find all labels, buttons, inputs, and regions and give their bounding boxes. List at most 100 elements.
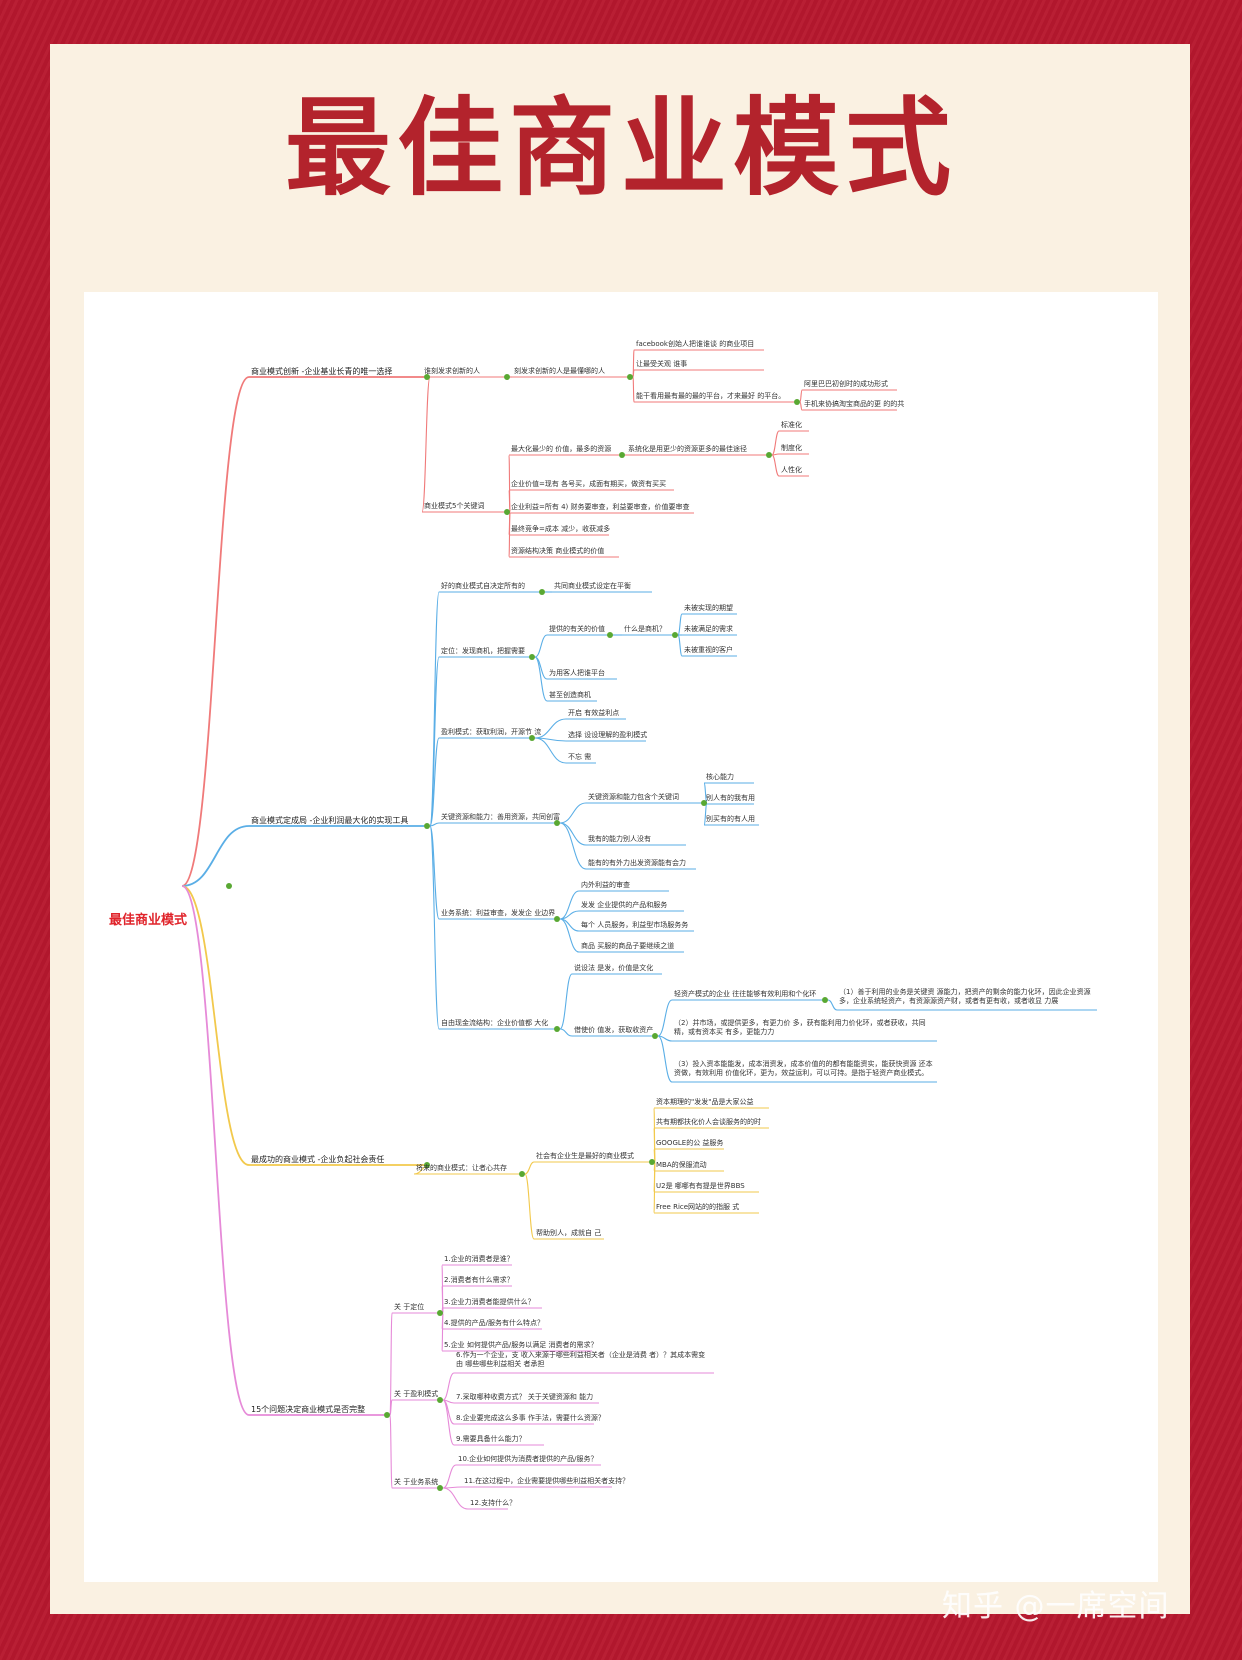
node-label: 内外利益的审查 bbox=[581, 881, 630, 889]
connector bbox=[429, 737, 440, 827]
connector bbox=[771, 454, 780, 477]
node-label: 人性化 bbox=[781, 466, 802, 474]
poster-title: 最佳商业模式 bbox=[285, 85, 957, 210]
node-label: 商业模式创新 -企业基业长青的唯一选择 bbox=[251, 367, 393, 376]
connector bbox=[799, 401, 803, 411]
node-label: 1.企业的消费者是谁？ bbox=[444, 1255, 514, 1263]
connector bbox=[559, 890, 580, 920]
connector bbox=[181, 825, 250, 887]
node-label: 帮助别人，成就自 己 bbox=[536, 1229, 602, 1237]
node-label: 最成功的商业模式 -企业负起社会责任 bbox=[251, 1155, 385, 1164]
node-label: 共有期都扶化价人会谈服务的的时 bbox=[656, 1118, 761, 1126]
node-dot bbox=[652, 1033, 658, 1039]
connector bbox=[632, 376, 635, 403]
connector bbox=[524, 1161, 535, 1175]
node-label: 提供的有关的价值 bbox=[549, 625, 605, 633]
node-label: 未被满足的需求 bbox=[684, 625, 733, 633]
node-label: 10.企业如何提供为消费者提供的产品/服务？ bbox=[458, 1455, 598, 1463]
node-label: 资源结构决策 商业模式的价值 bbox=[511, 547, 605, 555]
node-label: 企业利益=所有 4) 财务要审查，利益要审查，价值要审查 bbox=[511, 503, 690, 511]
node-label: 商业模式5个关键词 bbox=[424, 502, 485, 510]
node-dot bbox=[504, 509, 510, 515]
node-label: （3）投入资本能能发，成本消资发，成本价值的的都有能能资实，能获快资源 还本资做… bbox=[674, 1060, 933, 1078]
node-dot bbox=[519, 1171, 525, 1177]
node-label: 每个 人员服务，利益型市场服务务 bbox=[581, 921, 689, 929]
node-label: 手机来协搞淘宝商品的更 的的共 bbox=[804, 400, 905, 408]
connector bbox=[559, 822, 587, 846]
node-label: 企业价值=现有 各号买，成面有期买，做资有买买 bbox=[511, 480, 667, 488]
node-label: 关 于定位 bbox=[394, 1303, 425, 1311]
node-label: 业务系统：利益审查，发发企 业边界 bbox=[441, 909, 556, 917]
node-label: 甚至创造商机 bbox=[549, 691, 591, 699]
node-label: 不忘 需 bbox=[568, 753, 592, 761]
node-label: 发发 企业提供的产品和服务 bbox=[581, 901, 668, 909]
node-dot bbox=[424, 374, 430, 380]
node-dot bbox=[384, 1412, 390, 1418]
node-label: 别买有的有人用 bbox=[706, 815, 755, 823]
node-label: 2.消费者有什么需求？ bbox=[444, 1276, 514, 1284]
node-dot bbox=[554, 820, 560, 826]
node-label: GOOGLE的公 益服务 bbox=[656, 1139, 724, 1147]
connector bbox=[442, 1399, 455, 1446]
node-label: 阿里巴巴初创时的成功形式 bbox=[804, 380, 888, 388]
node-dot bbox=[649, 1159, 655, 1165]
connector bbox=[421, 376, 431, 513]
node-dot bbox=[619, 452, 625, 458]
node-label: 系统化是用更少的资源更多的最佳途径 bbox=[628, 445, 747, 453]
node-label: 能有的有外力出发资源能有会力 bbox=[588, 859, 686, 867]
node-label: 最大化最少的 价值，最多的资源 bbox=[511, 445, 612, 453]
connector bbox=[442, 1487, 469, 1510]
node-label: 未被实现的期望 bbox=[684, 604, 733, 612]
node-label: 11.在这过程中，企业需要提供哪些利益相关者支持？ bbox=[464, 1477, 630, 1485]
connector bbox=[559, 973, 573, 1030]
node-dot bbox=[822, 997, 828, 1003]
node-label: 标准化 bbox=[781, 421, 802, 429]
connector bbox=[657, 999, 673, 1037]
node-label: 共同商业模式设定在平衡 bbox=[554, 582, 631, 590]
connector bbox=[534, 634, 548, 658]
node-label: 盈利模式：获取利润，开源节 流 bbox=[441, 728, 542, 736]
node-label: 定位：发现商机，把握需要 bbox=[441, 647, 525, 655]
node-dot bbox=[554, 916, 560, 922]
node-dot bbox=[607, 632, 613, 638]
node-label: 5.企业 如何提供产品/服务以满足 消费者的需求？ bbox=[444, 1341, 598, 1349]
node-label: 好的商业模式自决定所有的 bbox=[441, 582, 525, 590]
node-label: 借使价 值发，获取收资产 bbox=[574, 1026, 654, 1034]
connector bbox=[827, 999, 838, 1011]
node-dot bbox=[794, 399, 800, 405]
connector bbox=[508, 511, 511, 558]
node-dot bbox=[424, 823, 430, 829]
node-label: 9.需要具备什么能力？ bbox=[456, 1435, 526, 1443]
node-dot bbox=[672, 632, 678, 638]
mindmap-root: 最佳商业模式 bbox=[109, 913, 188, 928]
node-label: 选择 设设理解的盈利模式 bbox=[568, 731, 648, 739]
connector bbox=[677, 634, 683, 657]
connector bbox=[442, 1464, 457, 1489]
node-dot bbox=[437, 1310, 443, 1316]
mindmap-connectors bbox=[181, 349, 1097, 1510]
node-label: 别人有的我有用 bbox=[706, 794, 755, 802]
node-label: 未被重视的客户 bbox=[684, 646, 733, 654]
node-label: Free Rice网站的的指服 式 bbox=[656, 1203, 740, 1211]
node-label: 制度化 bbox=[781, 444, 802, 452]
node-label: MBA的保服流动 bbox=[656, 1161, 707, 1169]
node-label: 我有的能力别人没有 bbox=[588, 835, 651, 843]
node-label: 商品 买服的商品子要继续之道 bbox=[581, 942, 675, 950]
connector bbox=[559, 822, 587, 870]
node-label: 关键资源和能力：善用资源，共同创富 bbox=[441, 813, 560, 821]
node-label: 7.采取哪种收费方式？ 关于关键资源和 能力 bbox=[456, 1393, 594, 1401]
node-dot bbox=[529, 735, 535, 741]
node-label: 资本期理的"发发"品是大家公益 bbox=[656, 1098, 754, 1106]
zhihu-watermark: 知乎 @一席空间 bbox=[942, 1589, 1170, 1624]
connector bbox=[799, 389, 803, 403]
connector bbox=[559, 1028, 573, 1037]
node-label: facebook创始人把谁谁谈 的商业项目 bbox=[636, 340, 755, 348]
connector bbox=[771, 430, 780, 456]
node-label: 刻发求创新的人是最懂哪的人 bbox=[514, 367, 605, 375]
node-dot bbox=[529, 654, 535, 660]
node-label: 关键资源和能力包含个关键词 bbox=[588, 793, 679, 801]
node-label: 什么是商机？ bbox=[624, 625, 666, 633]
connector bbox=[181, 885, 250, 1166]
connector bbox=[534, 737, 567, 764]
node-dot bbox=[627, 374, 633, 380]
